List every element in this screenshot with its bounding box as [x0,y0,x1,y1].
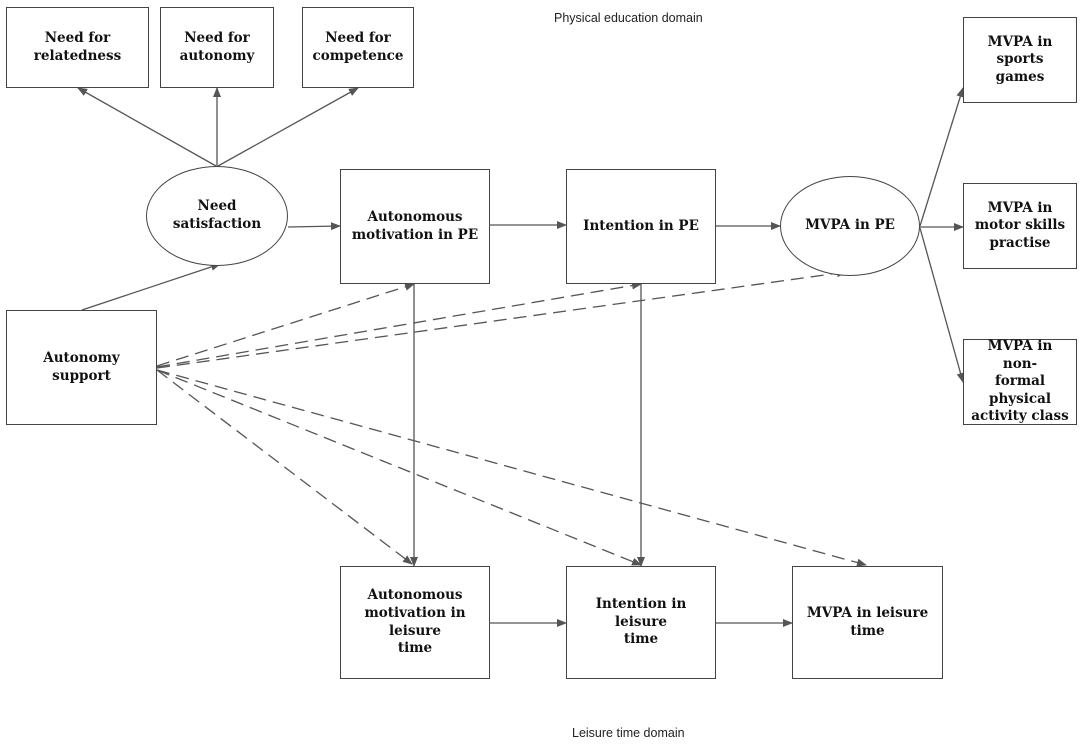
node-autonomous-motivation-leisure: Autonomous motivation in leisure time [340,566,490,679]
node-autonomous-motivation-leisure-label: Autonomous motivation in leisure time [364,587,466,657]
link-autonomy-support-to-mvpa-pe [156,269,847,369]
link-mvpa-pe-to-nonformal-class [919,227,965,383]
link-autonomy-support-to-need-satisfaction [81,263,221,311]
node-intention-leisure: Intention in leisure time [566,566,716,679]
domain-label-leisure-time: Leisure time domain [572,726,685,740]
link-autonomy-support-to-intention-leisure [156,369,642,566]
link-need-satisfaction-to-autonomous-motivation-pe [287,222,341,231]
domain-label-physical-education: Physical education domain [554,11,703,25]
node-intention-pe-label: Intention in PE [583,217,699,234]
node-mvpa-nonformal-class-label: MVPA in non- formal physical activity cl… [971,338,1069,425]
node-mvpa-motor-skills-label: MVPA in motor skills practise [974,199,1066,251]
link-mvpa-pe-to-sports-games [919,87,965,227]
node-need-for-competence-label: Need for competence [312,29,404,64]
node-mvpa-leisure: MVPA in leisure time [792,566,943,679]
node-mvpa-motor-skills: MVPA in motor skills practise [963,183,1077,269]
node-need-for-relatedness-label: Need for relatedness [33,29,122,64]
node-autonomous-motivation-pe: Autonomous motivation in PE [340,169,490,284]
link-need-satisfaction-to-relatedness [77,87,217,167]
node-mvpa-sports-games-label: MVPA in sports games [987,33,1053,85]
link-autonomy-support-to-mvpa-leisure [156,369,867,567]
link-autonomy-support-to-intention-pe [156,281,642,368]
node-mvpa-nonformal-class: MVPA in non- formal physical activity cl… [963,338,1077,425]
node-need-for-competence: Need for competence [302,7,414,88]
node-autonomy-support: Autonomy support [6,310,157,425]
node-intention-pe: Intention in PE [566,169,716,284]
node-mvpa-sports-games: MVPA in sports games [963,17,1077,103]
node-need-satisfaction: Need satisfaction [146,166,288,266]
node-need-satisfaction-label: Need satisfaction [172,198,262,232]
node-need-for-autonomy-label: Need for autonomy [179,29,255,64]
link-autonomy-support-to-autonomous-motivation-leisure [156,369,413,565]
node-autonomous-motivation-pe-label: Autonomous motivation in PE [351,208,479,243]
link-need-satisfaction-to-competence [217,87,359,167]
link-autonomy-support-to-autonomous-motivation-pe [156,282,415,367]
node-need-for-relatedness: Need for relatedness [6,7,149,88]
node-intention-leisure-label: Intention in leisure time [595,596,687,648]
node-autonomy-support-label: Autonomy support [43,349,120,384]
node-mvpa-leisure-label: MVPA in leisure time [806,604,929,639]
node-mvpa-pe-label: MVPA in PE [805,217,895,234]
node-mvpa-pe: MVPA in PE [780,176,920,276]
node-need-for-autonomy: Need for autonomy [160,7,274,88]
